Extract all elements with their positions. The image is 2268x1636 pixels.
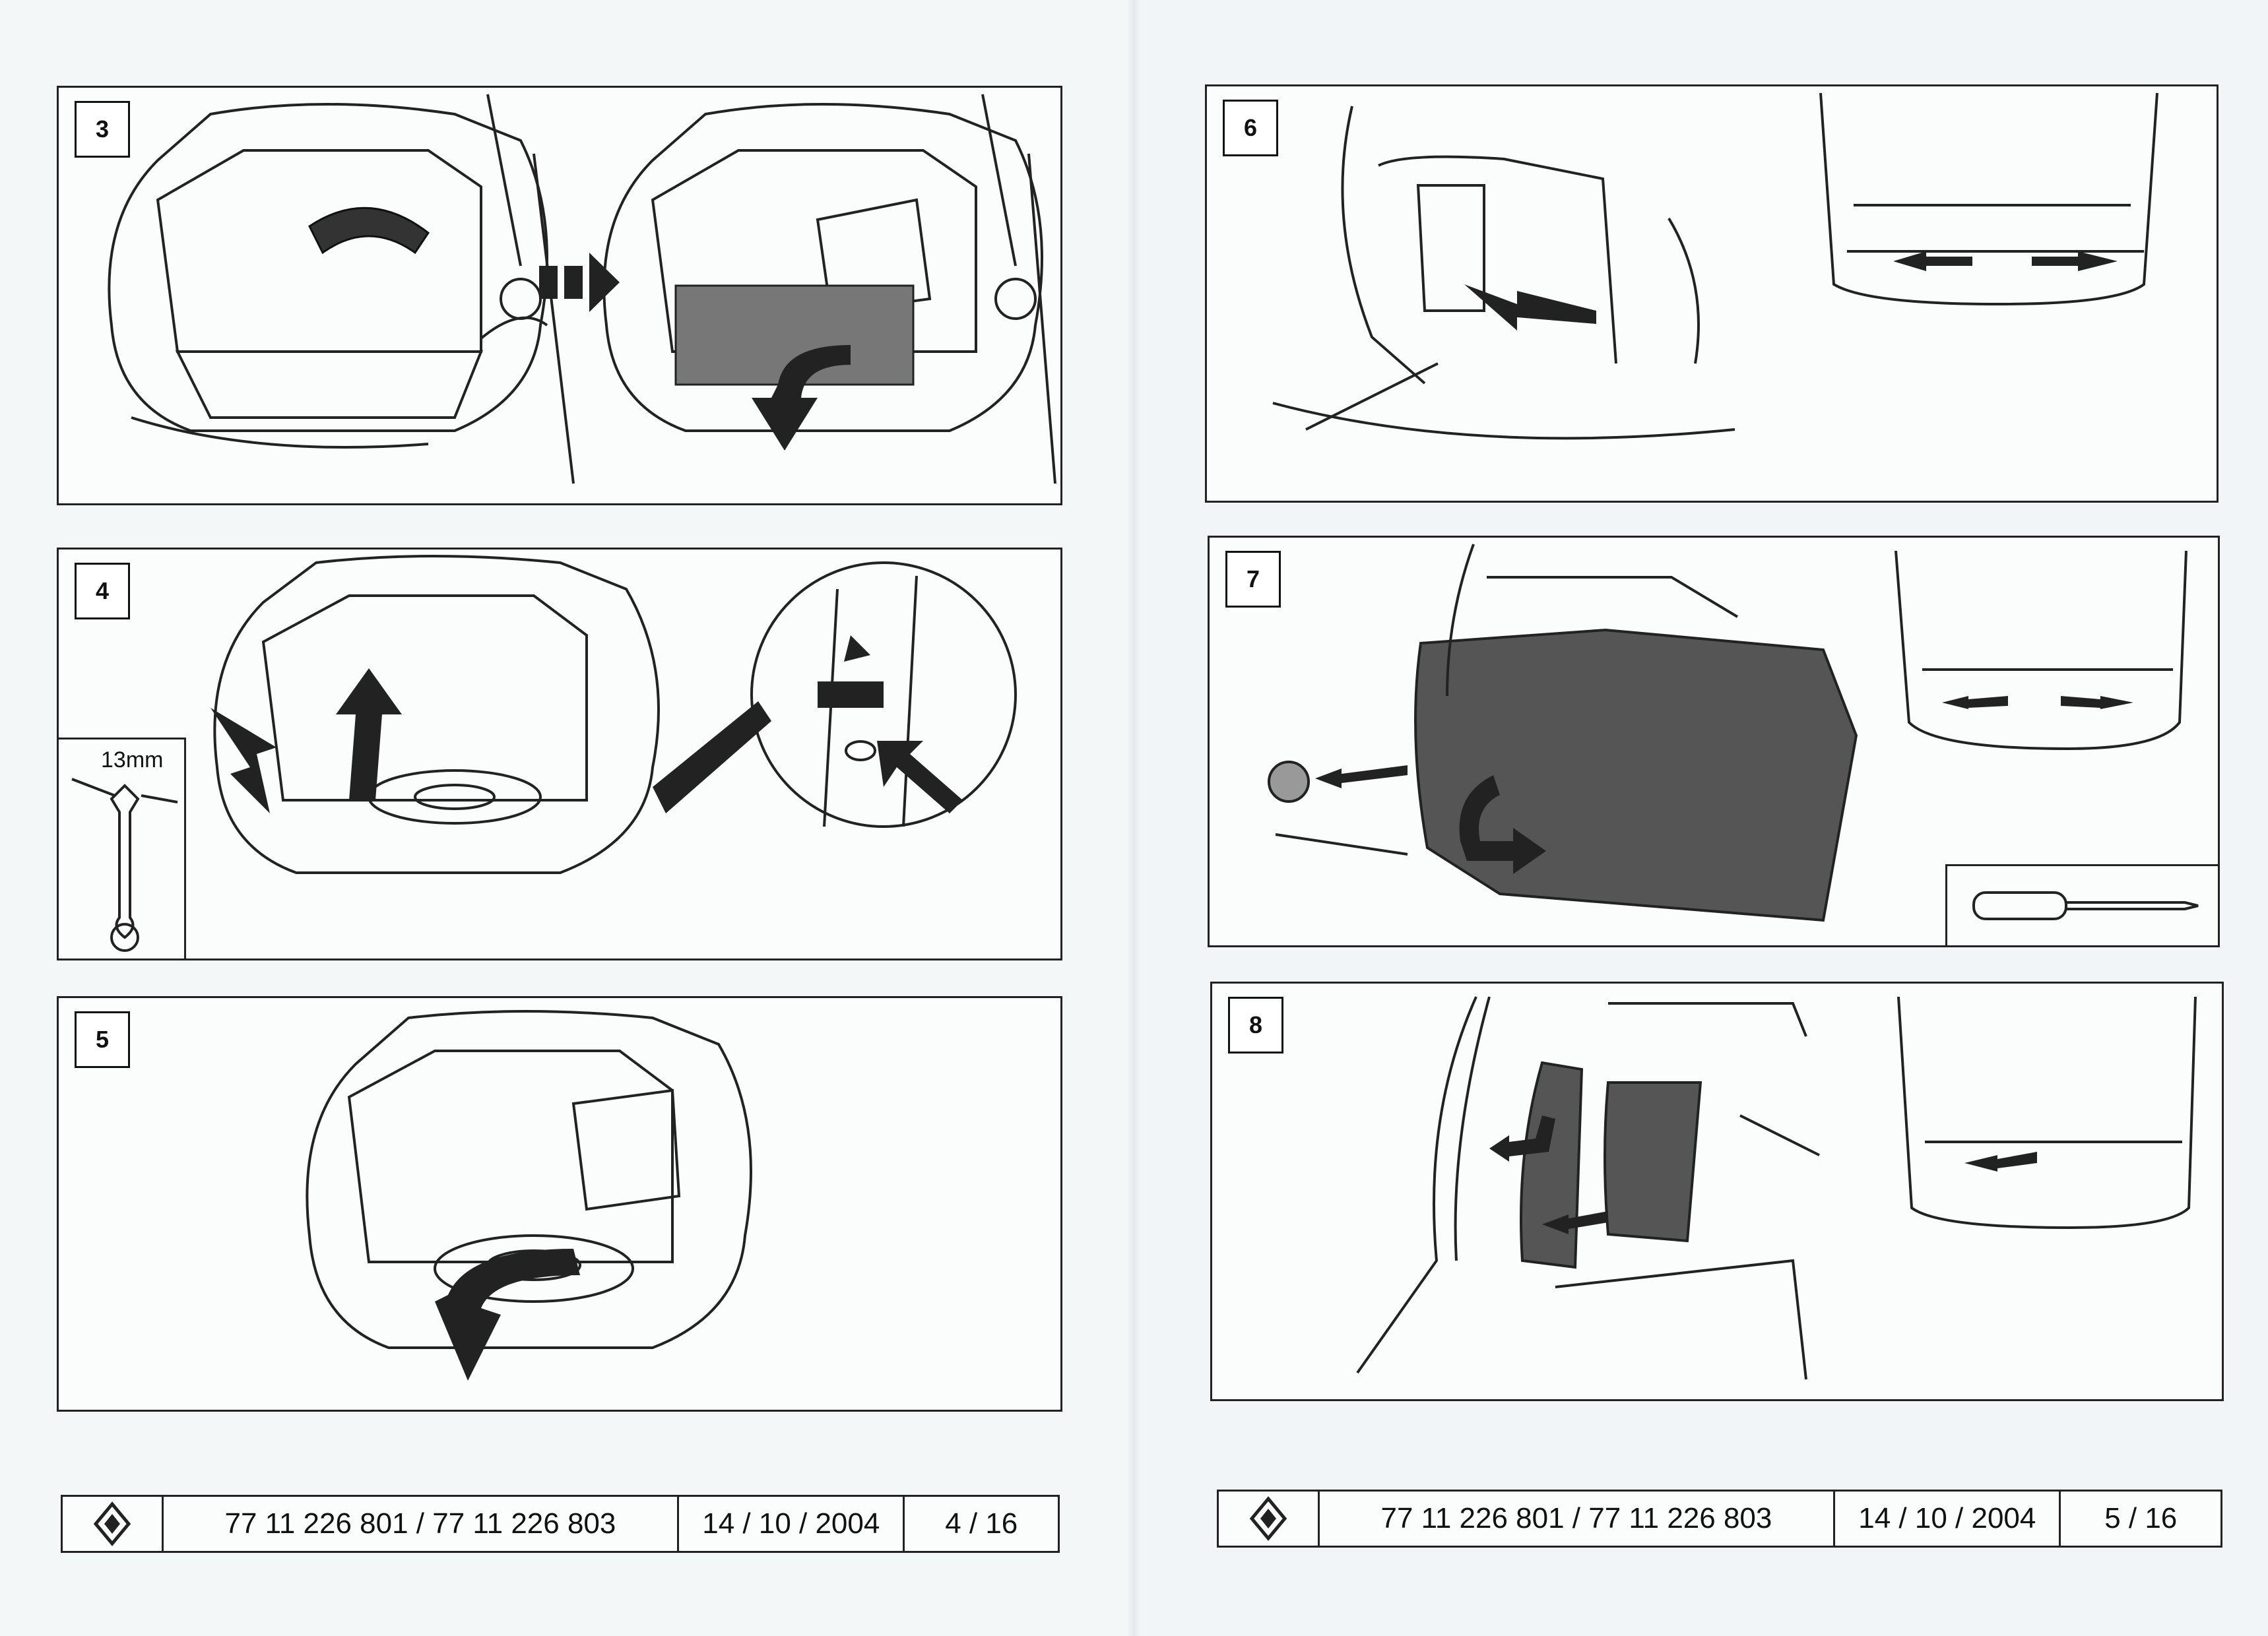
renault-logo-icon	[93, 1501, 131, 1546]
trunk-trim-clip-removal-illustration	[1268, 544, 2187, 922]
right-footer: 77 11 226 801 / 77 11 226 803 14 / 10 / …	[1217, 1490, 2222, 1548]
trunk-side-cover-removal-illustration	[1356, 996, 2197, 1380]
page-number: 4 / 16	[945, 1507, 1018, 1540]
step-number: 8	[1228, 997, 1283, 1054]
step-3-panel: 3	[57, 86, 1062, 505]
trunk-side-trim-illustration	[1272, 92, 2158, 440]
step-number: 6	[1223, 100, 1278, 156]
step-7-panel: 7	[1208, 536, 2220, 947]
document-date: 14 / 10 / 2004	[679, 1497, 905, 1551]
wrench-size-label: 13mm	[101, 747, 164, 772]
step-6-panel: 6	[1205, 84, 2219, 503]
part-numbers: 77 11 226 801 / 77 11 226 803	[1320, 1492, 1836, 1546]
step-5-panel: 5	[57, 996, 1062, 1412]
wrench-tool-box: 13mm	[59, 738, 186, 959]
trunk-rear-seat-fold-illustration	[108, 94, 1056, 484]
left-footer: 77 11 226 801 / 77 11 226 803 14 / 10 / …	[61, 1495, 1060, 1553]
screwdriver-icon	[1972, 891, 2199, 920]
step-number: 7	[1225, 551, 1281, 608]
page-fold	[1126, 0, 1142, 1636]
document-date: 14 / 10 / 2004	[1835, 1492, 2061, 1546]
step-4-panel: 4 13mm	[57, 548, 1062, 960]
renault-logo-icon	[1219, 1492, 1320, 1546]
renault-logo-icon	[1249, 1496, 1287, 1541]
step-number: 3	[75, 101, 130, 158]
wrench-icon	[71, 778, 178, 952]
part-numbers: 77 11 226 801 / 77 11 226 803	[164, 1497, 680, 1551]
page-number: 5 / 16	[2104, 1502, 2178, 1534]
step-8-panel: 8	[1210, 982, 2224, 1401]
renault-logo-icon	[63, 1497, 164, 1551]
step-number: 4	[75, 563, 130, 619]
screwdriver-tool-box	[1945, 864, 2218, 945]
spare-wheel-removal-illustration	[306, 1010, 752, 1381]
step-number: 5	[75, 1011, 130, 1068]
spare-wheel-bolt-illustration	[211, 555, 1017, 874]
